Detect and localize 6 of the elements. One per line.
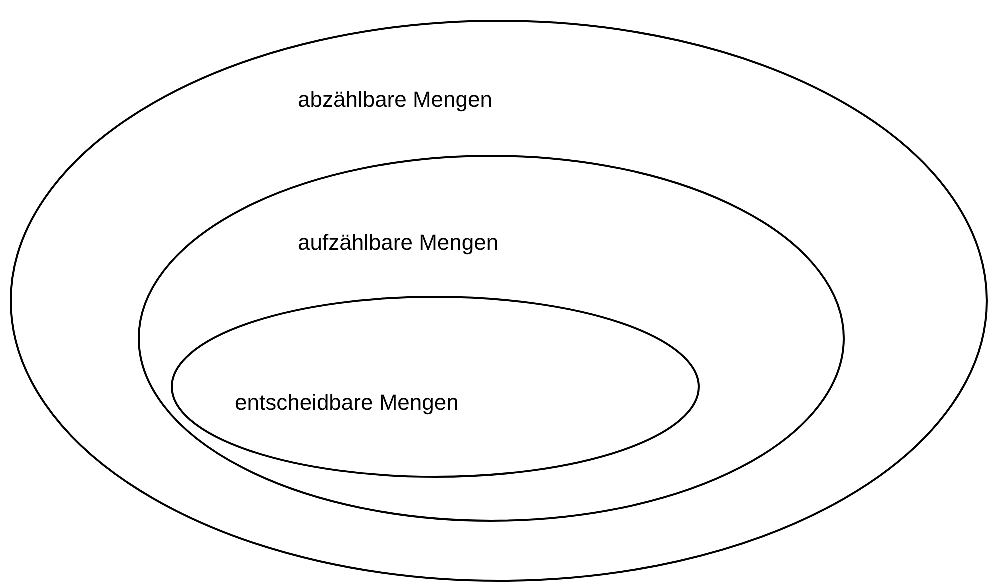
- set-label: entscheidbare Mengen: [235, 392, 459, 414]
- set-label: abzählbare Mengen: [298, 89, 492, 111]
- set-label: aufzählbare Mengen: [298, 232, 499, 254]
- set-ellipse: [138, 155, 845, 522]
- set-ellipse: [171, 296, 700, 478]
- set-ellipse: [10, 20, 988, 582]
